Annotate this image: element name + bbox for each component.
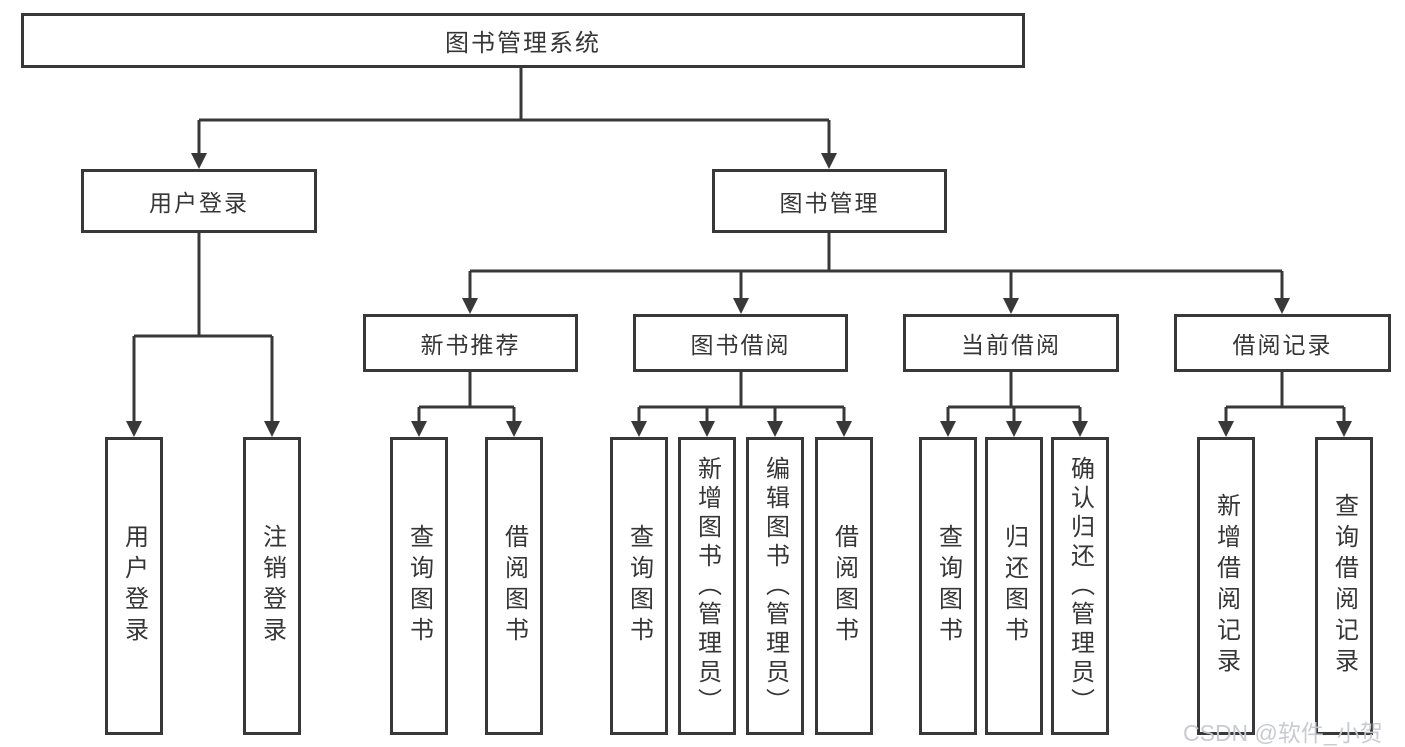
node-borrow-records: 借阅记录	[1174, 314, 1391, 372]
leaf-borrow-books: 借阅图书	[815, 437, 873, 735]
watermark: CSDN @软件_小贺同学	[1183, 720, 1383, 746]
leaf-query-books-recommend: 查询图书	[390, 437, 448, 735]
leaf-add-borrow-record: 新增借阅记录	[1197, 437, 1255, 735]
node-book-management: 图书管理	[712, 169, 947, 233]
tree-edges	[132, 68, 1346, 421]
node-current-borrow: 当前借阅	[903, 314, 1119, 372]
leaf-logout: 注销登录	[243, 437, 301, 735]
leaf-edit-books-admin: 编辑图书（管理员）	[746, 437, 804, 735]
leaf-query-books-borrow: 查询图书	[610, 437, 668, 735]
node-user-login: 用户登录	[81, 169, 317, 233]
node-root: 图书管理系统	[21, 13, 1025, 68]
leaf-confirm-return-admin: 确认归还（管理员）	[1051, 437, 1109, 735]
leaf-query-borrow-record: 查询借阅记录	[1315, 437, 1373, 735]
node-book-borrow: 图书借阅	[633, 314, 848, 372]
leaf-add-books-admin: 新增图书（管理员）	[678, 437, 736, 735]
leaf-query-books-current: 查询图书	[919, 437, 977, 735]
leaf-borrow-books-recommend: 借阅图书	[485, 437, 543, 735]
leaf-user-login: 用户登录	[105, 437, 163, 735]
leaf-return-books: 归还图书	[985, 437, 1043, 735]
node-new-book-recommend: 新书推荐	[363, 314, 578, 372]
